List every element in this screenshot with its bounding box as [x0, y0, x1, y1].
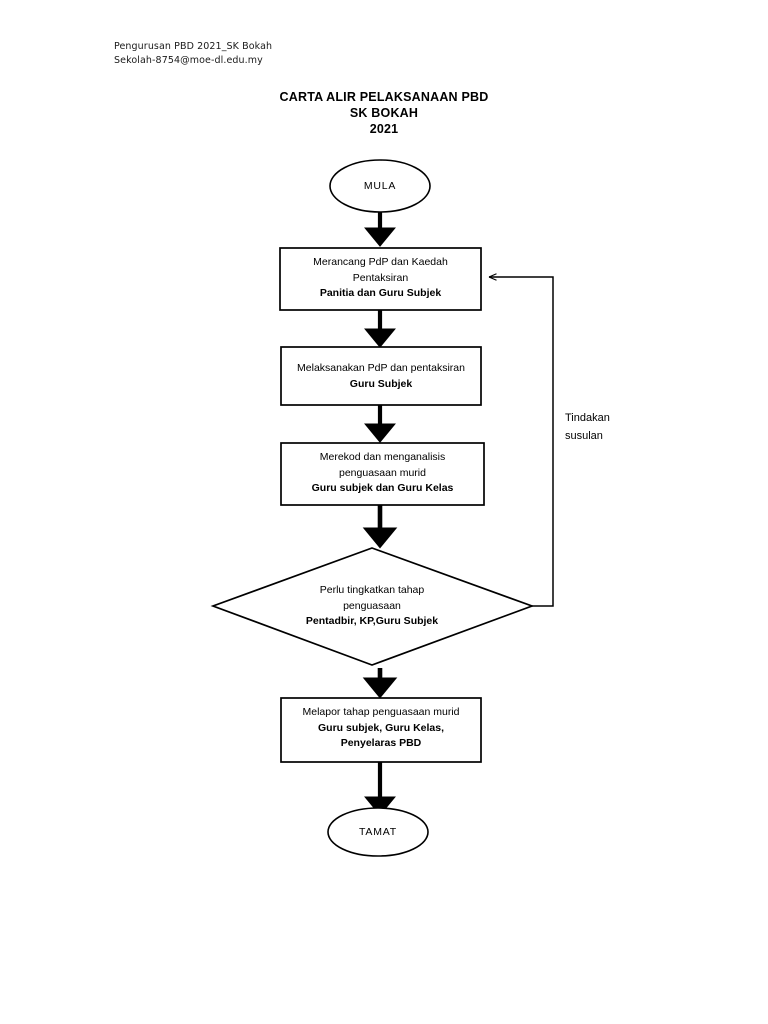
node-plan-line-3: Panitia dan Guru Subjek — [319, 287, 442, 299]
node-end-label: TAMAT — [358, 826, 398, 838]
node-decision-line-2: penguasaan — [343, 599, 401, 612]
node-report-label: Melapor tahap penguasaan murid Guru subj… — [281, 705, 481, 752]
node-decision-line-1: Perlu tingkatkan tahap — [319, 584, 425, 596]
node-implement-line-2: Guru Subjek — [349, 377, 413, 390]
node-report-line-3: Penyelaras PBD — [340, 737, 422, 749]
node-implement-label: Melaksanakan PdP dan pentaksiran Guru Su… — [281, 361, 481, 392]
node-record-line-2: penguasaan murid — [339, 466, 426, 479]
document-header-line-2: Sekolah-8754@moe-dl.edu.my — [114, 54, 263, 66]
document-header: Pengurusan PBD 2021_SK Bokah Sekolah-875… — [114, 40, 272, 67]
node-record-line-3: Guru subjek dan Guru Kelas — [311, 482, 454, 494]
node-plan-line-2: Pentaksiran — [352, 271, 409, 284]
connector-feedback-loop — [488, 273, 554, 607]
node-implement-line-1: Melaksanakan PdP dan pentaksiran — [297, 362, 465, 374]
feedback-loop-label: Tindakan susulan — [565, 409, 610, 445]
node-record-label: Merekod dan menganalisis penguasaan muri… — [281, 450, 484, 497]
node-start-label: MULA — [363, 180, 397, 192]
node-report-line-2: Guru subjek, Guru Kelas, — [317, 721, 445, 734]
feedback-loop-label-line-1: Tindakan — [565, 412, 610, 424]
node-report-line-1: Melapor tahap penguasaan murid — [302, 706, 460, 718]
document-header-line-1: Pengurusan PBD 2021_SK Bokah — [114, 41, 273, 52]
node-record-line-1: Merekod dan menganalisis — [319, 451, 446, 463]
node-plan-label: Merancang PdP dan Kaedah Pentaksiran Pan… — [280, 255, 481, 302]
page-title-line-2: SK BOKAH — [349, 106, 419, 120]
node-decision-line-3: Pentadbir, KP,Guru Subjek — [305, 615, 439, 627]
node-decision-label: Perlu tingkatkan tahap penguasaan Pentad… — [252, 583, 492, 630]
page-title-line-1: CARTA ALIR PELAKSANAAN PBD — [279, 90, 489, 104]
feedback-loop-label-line-2: susulan — [565, 430, 603, 442]
page-title-line-3: 2021 — [369, 122, 399, 136]
page-title: CARTA ALIR PELAKSANAAN PBD SK BOKAH 2021 — [0, 89, 768, 137]
node-plan-line-1: Merancang PdP dan Kaedah — [313, 256, 448, 268]
